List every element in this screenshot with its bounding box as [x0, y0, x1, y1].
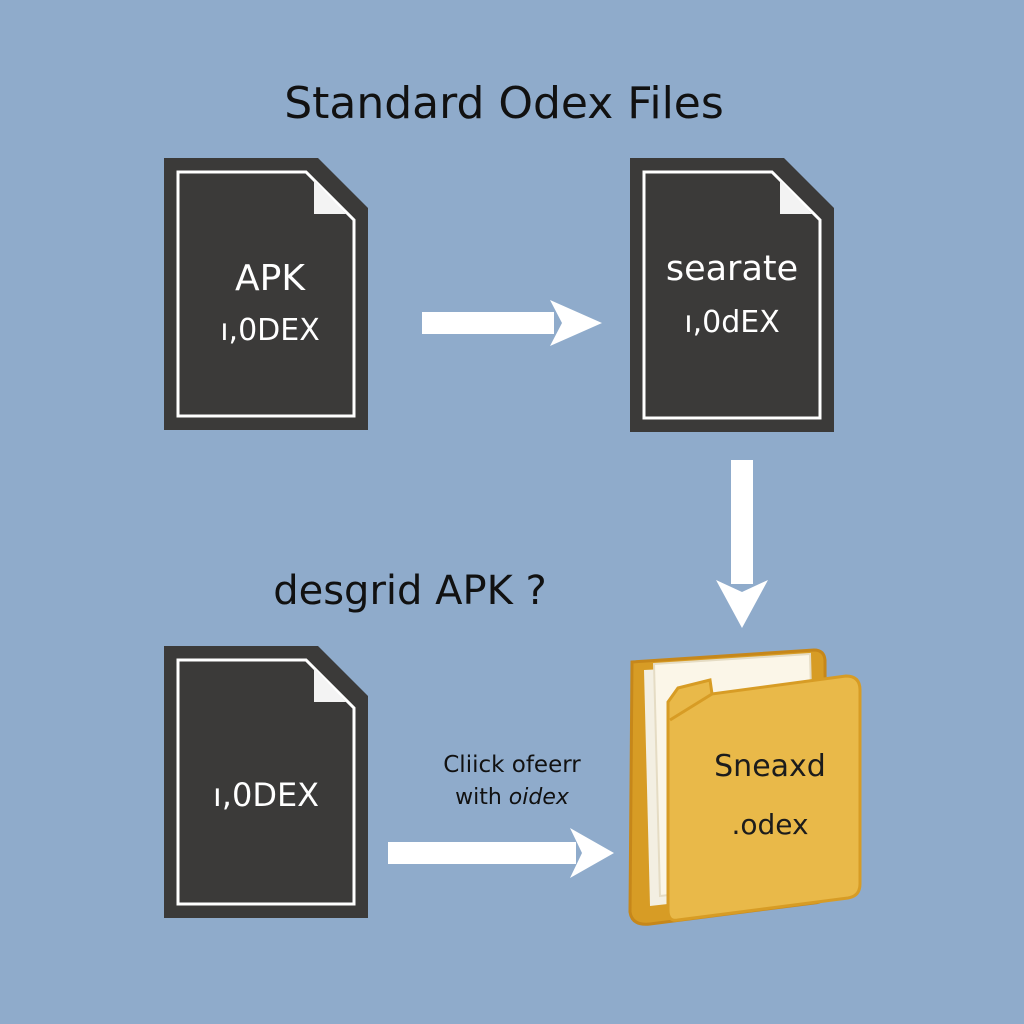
odex-doc-label: ı,0DEX	[213, 776, 319, 814]
folder-label-line2: .odex	[731, 808, 808, 841]
document-icon	[630, 158, 834, 432]
edge-note-with: with	[455, 785, 502, 810]
question-label: desgrid APK ?	[273, 568, 547, 614]
shared-odex-folder: Sneaxd .odex	[628, 648, 862, 926]
edge-note-line1: Cliick ofeerr	[443, 752, 581, 778]
separate-label: searate	[666, 249, 798, 289]
edge-note-line2: with oidex	[455, 785, 570, 810]
document-icon	[164, 158, 368, 430]
separate-odex-document: searate ı,0dEX	[630, 158, 834, 432]
document-icon	[164, 646, 368, 918]
separate-odex-label: ı,0dEX	[684, 305, 780, 340]
diagram-title: Standard Odex Files	[284, 78, 724, 129]
apk-label: APK	[235, 258, 306, 299]
folder-icon	[628, 648, 862, 926]
odex-label: ı,0DEX	[220, 313, 320, 348]
folder-label-line1: Sneaxd	[714, 749, 826, 784]
arrow-right-icon	[388, 828, 614, 878]
edge-note-oidex: oidex	[509, 785, 570, 810]
odex-document: ı,0DEX	[164, 646, 368, 918]
apk-odex-document: APK ı,0DEX	[164, 158, 368, 430]
arrow-right-icon	[422, 300, 602, 346]
arrow-down-icon	[716, 460, 768, 628]
